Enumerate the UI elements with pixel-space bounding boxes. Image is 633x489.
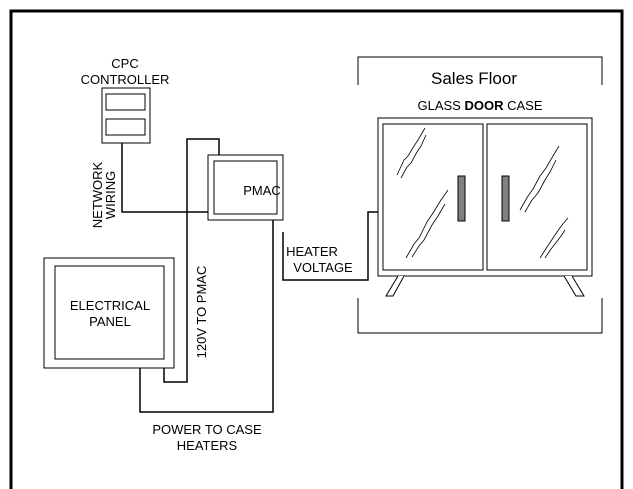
right-leg — [563, 275, 585, 297]
controller-label-line2: CONTROLLER — [81, 72, 170, 87]
pmac-box: PMAC — [207, 154, 284, 221]
glass-reflection — [405, 189, 449, 259]
diagram-border — [9, 9, 624, 489]
sales-floor-bracket — [357, 56, 603, 85]
supply-label: 120V TO PMAC — [194, 266, 209, 359]
network-label-line2: WIRING — [103, 171, 118, 219]
sales-floor-bracket-bottom — [357, 298, 603, 334]
sales-floor-label: Sales Floor — [431, 69, 517, 88]
right-door-handle — [501, 175, 510, 222]
glass-door-case — [377, 117, 593, 297]
power-label-line2: HEATERS — [177, 438, 238, 453]
controller-screen-top — [105, 93, 146, 111]
supply-line — [163, 138, 220, 383]
glass-reflection — [539, 217, 569, 259]
left-door-handle — [457, 175, 466, 222]
heater-label-line2: VOLTAGE — [293, 260, 353, 275]
left-leg — [385, 275, 405, 297]
power-line — [139, 220, 274, 413]
pmac-label: PMAC — [243, 183, 281, 198]
power-label-line1: POWER TO CASE — [152, 422, 262, 437]
panel-inner — [54, 265, 165, 360]
cpc-controller — [101, 87, 151, 144]
network-label-line1: NETWORK — [90, 161, 105, 228]
glass-reflection — [519, 145, 560, 213]
pmac-inner — [213, 160, 278, 215]
panel-label-line1: ELECTRICAL — [70, 298, 150, 313]
network-wiring-line — [121, 143, 220, 213]
case-label: GLASS DOOR CASE — [417, 98, 542, 113]
heater-voltage-line — [282, 211, 378, 281]
controller-screen-bottom — [105, 118, 146, 136]
heater-label-line1: HEATER — [286, 244, 338, 259]
left-door — [382, 123, 484, 271]
glass-reflection — [396, 127, 427, 179]
controller-label-line1: CPC — [111, 56, 138, 71]
electrical-panel: ELECTRICAL PANEL — [43, 257, 175, 369]
network-wiring-label: NETWORK WIRING — [90, 161, 118, 228]
panel-label-line2: PANEL — [89, 314, 131, 329]
